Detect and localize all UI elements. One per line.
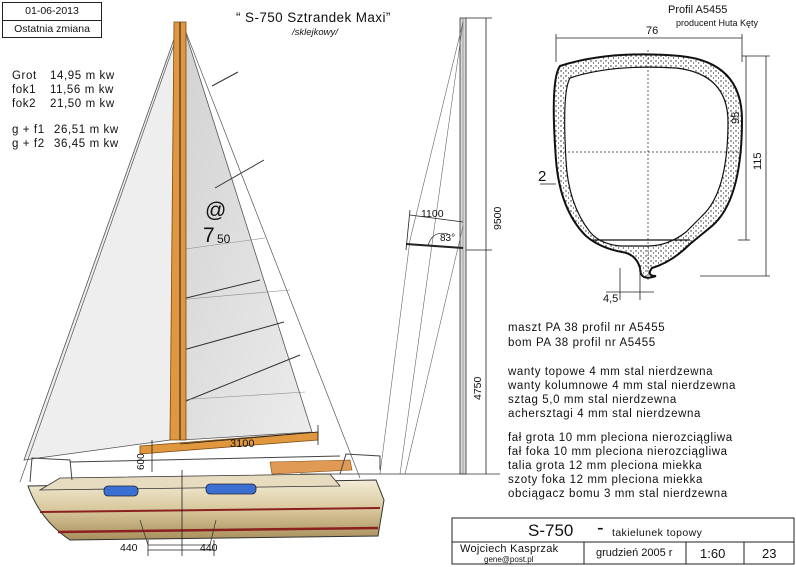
date-box: 01-06-2013 Ostatnia zmiana [2,2,102,38]
area-label: g + f2 [12,138,45,150]
dim-spreader-angle: 83° [440,233,456,244]
area-value: 14,95 m kw [50,70,115,82]
dim-spreader: 1100 [421,208,444,220]
title-description: takielunek topowy [612,527,703,539]
jib-sail [23,27,179,461]
area-label: g + f1 [12,124,45,136]
drawing-title: “ S-750 Sztrandek Maxi” [236,10,391,25]
area-value: 36,45 m kw [54,138,119,150]
sail-number-sub: 50 [217,232,231,246]
dim-hull-left: 440 [120,542,138,554]
profile-title: Profil A5455 [668,4,728,16]
spec-rigging: wanty kolumnowe 4 mm stal nierdzewna [508,380,737,392]
dim-boom: 3100 [230,438,255,450]
sail-number: 7 [203,224,215,247]
area-value: 21,50 m kw [50,98,115,110]
battens [175,71,301,406]
title-sheet: 23 [762,546,777,561]
main-sail [181,27,313,441]
mast [169,21,187,441]
profile-section [552,50,744,280]
spec-rigging: achersztagi 4 mm stal nierdzewna [508,408,702,420]
spec-running: talia grota 12 mm pleciona miekka [508,460,703,472]
profile-inner-height: 95 [730,111,742,124]
spec-running: fał grota 10 mm pleciona nierozciągliwa [508,432,733,444]
area-value: 11,56 m kw [50,84,114,96]
profile-wall: 2 [538,168,547,185]
spec-running: obciągacz bomu 3 mm stal nierdzewna [508,488,728,500]
spec-running: fał foka 10 mm pleciona nierozciągliwa [508,446,728,458]
spec-rigging: wanty topowe 4 mm stal nierdzewna [508,366,714,378]
dim-lower-height: 4750 [472,376,484,400]
dim-mast-step: 600 [136,453,147,470]
drawing-date: 01-06-2013 [25,5,79,17]
title-scale: 1:60 [700,546,726,561]
spec-rigging: sztag 5,0 mm stal nierdzewna [508,394,677,406]
rails [29,453,381,483]
drawing-subtitle: /sklejkowy/ [292,27,338,38]
dim-hull-right: 440 [200,542,218,554]
spec-spar: maszt PA 38 profil nr A5455 [508,322,666,334]
dim-mast-height: 9500 [492,206,504,230]
title-model: S-750 [528,521,574,540]
area-value: 26,51 m kw [54,124,119,136]
title-date: grudzień 2005 r [596,547,673,559]
area-label: fok2 [12,98,37,110]
area-label: Grot [12,70,37,82]
profile-width: 76 [646,25,659,37]
profile-producer: producent Huta Kęty [676,18,759,28]
title-author: Wojciech Kasprzak [460,543,559,555]
profile-slot: 4,5 [603,293,619,305]
spec-spar: bom PA 38 profil nr A5455 [508,337,656,349]
title-email: gene@post.pl [484,555,534,564]
port-window [205,483,257,495]
title-dash: - [597,517,604,539]
profile-outer-height: 115 [752,152,764,170]
spec-running: szoty foka 12 mm pleciona miekka [508,474,703,486]
sail-at-symbol: @ [205,199,227,222]
area-label: fok1 [12,84,37,96]
last-change-label: Ostatnia zmiana [14,23,90,35]
port-window [103,485,139,497]
